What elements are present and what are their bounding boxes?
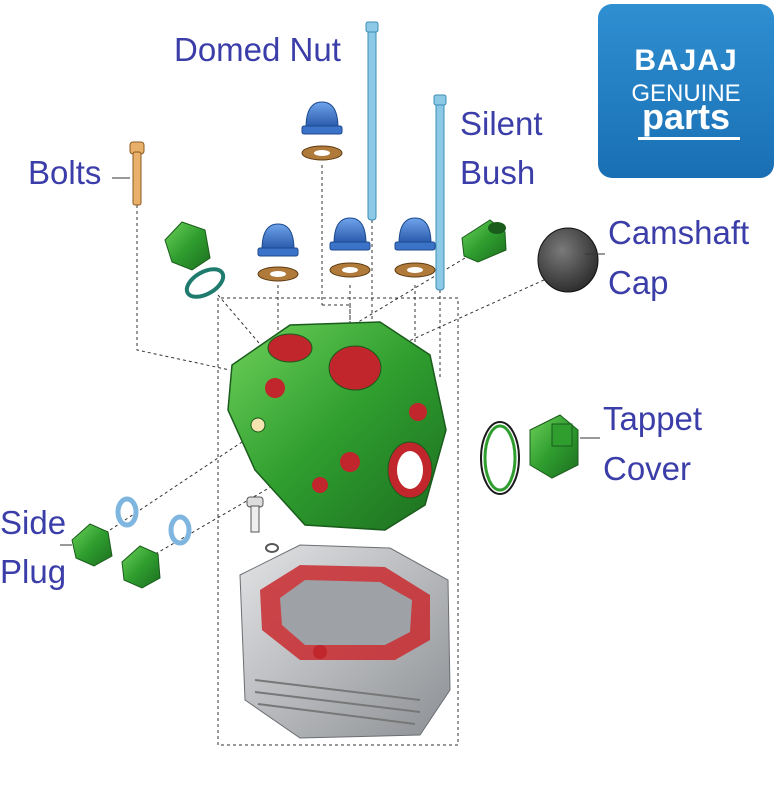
silent-bush-part: [461, 219, 507, 263]
valve-bolt: [246, 496, 279, 553]
label-side-plug-line1: Side: [0, 504, 67, 541]
label-tappet-cover-line1: Tappet: [603, 400, 703, 437]
long-stud-bolts: [365, 21, 447, 291]
label-ticks: [60, 177, 605, 546]
top-plug: [164, 221, 226, 299]
side-plugs: [71, 496, 192, 589]
logo-genuine: GENUINE: [631, 80, 741, 107]
logo-underline: [638, 137, 740, 140]
bajaj-genuine-parts-logo: BAJAJ GENUINE parts: [598, 4, 774, 178]
cylinder-head-base: [239, 544, 451, 739]
label-silent-bush-line1: Silent: [460, 105, 543, 142]
label-tappet-cover-line2: Cover: [603, 450, 692, 487]
label-bolts: Bolts: [28, 154, 102, 191]
assembly-outline: [217, 297, 459, 746]
label-camshaft-cap-line1: Camshaft: [608, 214, 750, 251]
label-silent-bush-line2: Bush: [460, 154, 536, 191]
domed-nuts: [257, 101, 436, 282]
logo-brand: BAJAJ: [634, 44, 738, 77]
cylinder-head-cover: [227, 321, 447, 531]
camshaft-cap-part: [537, 227, 599, 293]
logo-parts: parts: [641, 96, 731, 137]
label-camshaft-cap-line2: Cap: [608, 264, 669, 301]
tappet-cover-part: [480, 414, 579, 495]
label-domed-nut: Domed Nut: [174, 31, 341, 68]
bolt-part: [129, 141, 145, 206]
label-side-plug-line2: Plug: [0, 553, 67, 590]
